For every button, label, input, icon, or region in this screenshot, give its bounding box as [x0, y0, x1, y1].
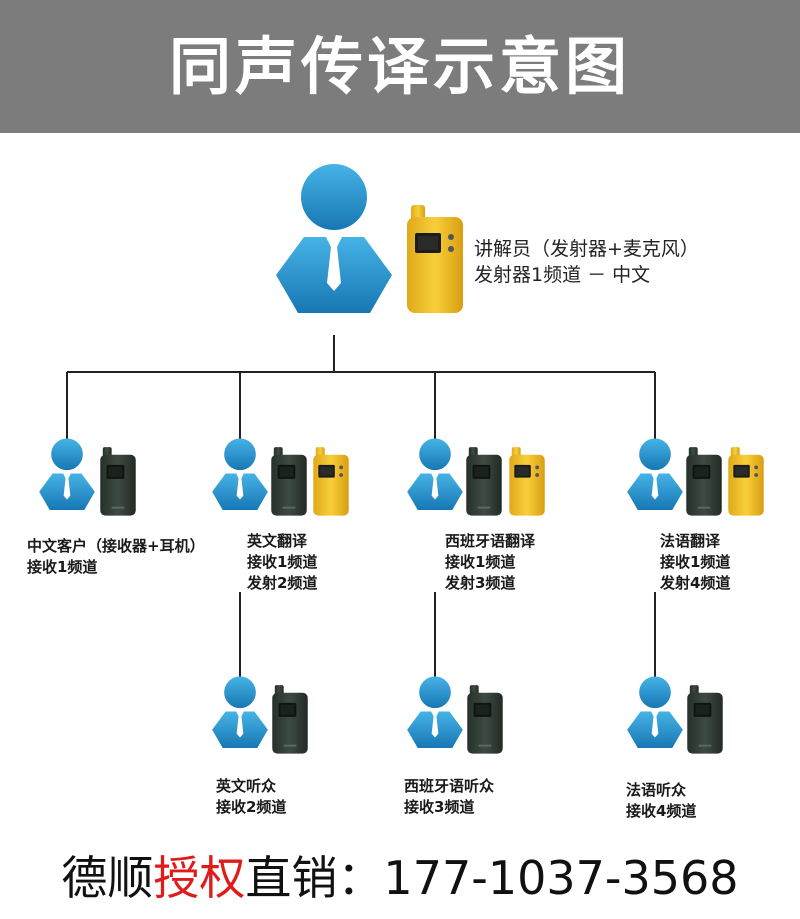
spanish-listener-receiver-icon: [466, 684, 504, 756]
spanish-listener-line2: 接收3频道: [404, 798, 475, 816]
french-listener-label: 法语听众 接收4频道: [626, 780, 696, 822]
chinese-client-label: 中文客户（接收器+耳机） 接收1频道: [27, 536, 205, 578]
spanish-translator-receiver-icon: [465, 446, 503, 518]
french-translator-line3: 发射4频道: [660, 574, 731, 592]
speaker-person-icon: [274, 163, 394, 313]
page-title: 同声传译示意图: [168, 30, 631, 103]
french-listener-line2: 接收4频道: [626, 802, 697, 820]
french-listener-line1: 法语听众: [626, 781, 687, 799]
footer-phone: 177-1037-3568: [383, 851, 739, 905]
chinese-client-line1: 中文客户（接收器+耳机）: [27, 537, 205, 555]
speaker-transmitter-icon: [405, 205, 465, 315]
english-listener-label: 英文听众 接收2频道: [216, 776, 286, 818]
footer-contact: 德顺授权直销：177-1037-3568: [0, 848, 800, 908]
spanish-translator-line1: 西班牙语翻译: [445, 532, 536, 550]
spanish-translator-transmitter-icon: [508, 446, 546, 518]
footer-prefix: 德顺: [61, 851, 154, 905]
spanish-listener-person-icon: [406, 676, 464, 748]
english-listener-line1: 英文听众: [216, 777, 277, 795]
english-translator-person-icon: [211, 438, 269, 510]
french-translator-line2: 接收1频道: [660, 553, 731, 571]
footer-highlight: 授权: [153, 851, 246, 905]
chinese-client-person-icon: [38, 438, 96, 510]
english-translator-line3: 发射2频道: [247, 574, 318, 592]
spanish-listener-label: 西班牙语听众 接收3频道: [404, 776, 494, 818]
french-translator-transmitter-icon: [727, 446, 765, 518]
french-listener-person-icon: [626, 676, 684, 748]
spanish-translator-line3: 发射3频道: [445, 574, 516, 592]
french-translator-label: 法语翻译 接收1频道 发射4频道: [660, 531, 730, 594]
english-listener-receiver-icon: [271, 684, 309, 756]
english-listener-person-icon: [211, 676, 269, 748]
english-translator-line1: 英文翻译: [247, 532, 308, 550]
footer-suffix: 直销：: [245, 851, 384, 905]
spanish-listener-line1: 西班牙语听众: [404, 777, 495, 795]
speaker-label: 讲解员（发射器+麦克风） 发射器1频道 － 中文: [474, 236, 699, 288]
chinese-client-line2: 接收1频道: [27, 558, 98, 576]
speaker-label-line2: 发射器1频道 － 中文: [474, 264, 651, 286]
spanish-translator-label: 西班牙语翻译 接收1频道 发射3频道: [445, 531, 535, 594]
english-translator-transmitter-icon: [312, 446, 350, 518]
chinese-client-receiver-icon: [99, 446, 137, 518]
english-translator-label: 英文翻译 接收1频道 发射2频道: [247, 531, 317, 594]
spanish-translator-line2: 接收1频道: [445, 553, 516, 571]
english-translator-line2: 接收1频道: [247, 553, 318, 571]
french-listener-receiver-icon: [686, 684, 724, 756]
spanish-translator-person-icon: [406, 438, 464, 510]
french-translator-line1: 法语翻译: [660, 532, 721, 550]
speaker-label-line1: 讲解员（发射器+麦克风）: [474, 238, 699, 260]
french-translator-receiver-icon: [685, 446, 723, 518]
english-listener-line2: 接收2频道: [216, 798, 287, 816]
title-banner: [0, 0, 800, 133]
french-translator-person-icon: [626, 438, 684, 510]
english-translator-receiver-icon: [270, 446, 308, 518]
